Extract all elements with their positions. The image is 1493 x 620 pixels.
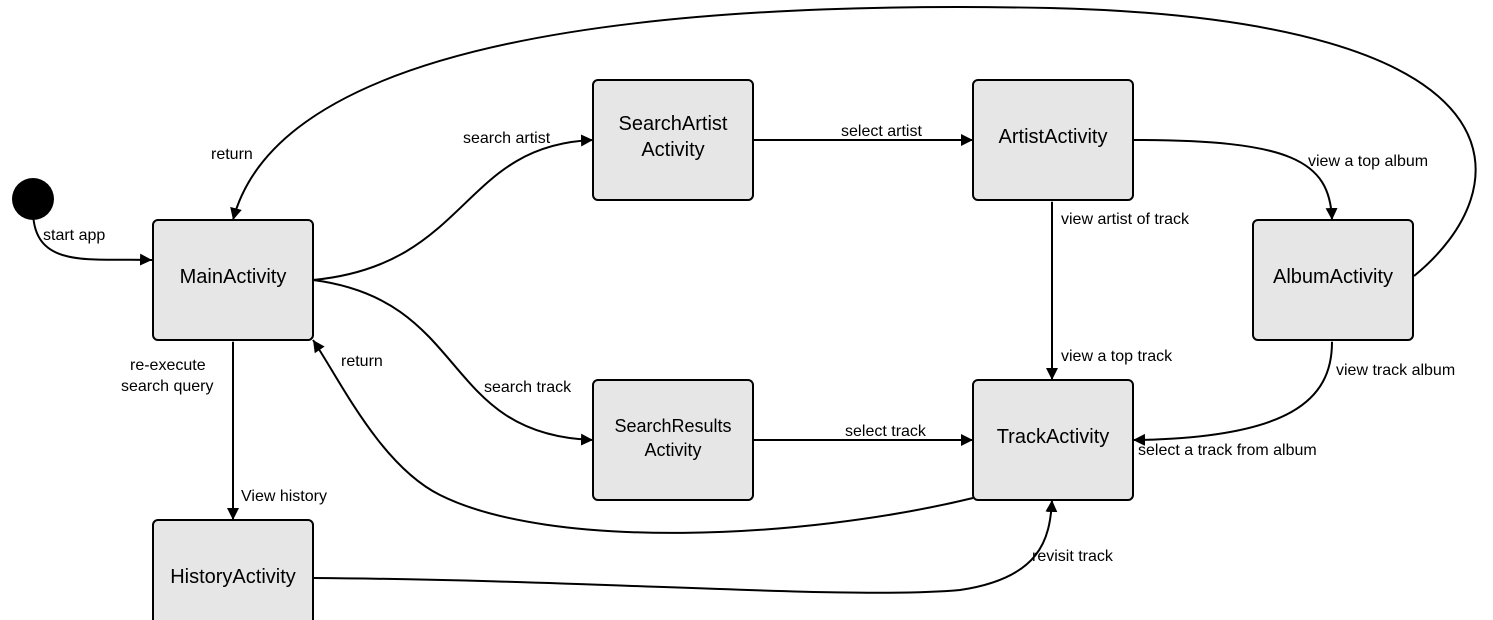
label-search-artist: search artist <box>463 130 551 147</box>
edge-revisit-track <box>312 499 1058 594</box>
label-reexecute-1: re-execute <box>130 357 206 374</box>
label-select-track: select track <box>845 423 927 440</box>
start-node <box>12 178 54 220</box>
node-track-label: TrackActivity <box>997 426 1110 448</box>
label-select-track-from-album: select a track from album <box>1138 442 1317 459</box>
node-search-results-label-1: SearchResults <box>614 416 731 436</box>
label-view-artist-of-track: view artist of track <box>1061 211 1190 228</box>
node-search-results-activity[interactable]: SearchResults Activity <box>592 379 754 501</box>
node-album-activity[interactable]: AlbumActivity <box>1252 219 1414 341</box>
label-view-history: View history <box>241 488 327 505</box>
label-start-app: start app <box>43 227 105 244</box>
label-search-track: search track <box>484 379 572 396</box>
edge-return-album-to-main <box>230 6 1477 277</box>
edge-return-track-to-main <box>312 339 974 534</box>
label-reexecute-2: search query <box>121 378 214 395</box>
node-search-artist-label-1: SearchArtist <box>619 113 728 135</box>
edge-search-track <box>312 279 594 446</box>
node-artist-activity[interactable]: ArtistActivity <box>972 79 1134 201</box>
node-artist-label: ArtistActivity <box>999 126 1108 148</box>
node-main-label: MainActivity <box>180 266 287 288</box>
label-return-top: return <box>211 146 253 163</box>
node-album-label: AlbumActivity <box>1273 266 1393 288</box>
label-view-top-track: view a top track <box>1061 348 1173 365</box>
node-search-artist-label-2: Activity <box>641 139 704 161</box>
node-history-label: HistoryActivity <box>170 566 296 588</box>
node-search-artist-activity[interactable]: SearchArtist Activity <box>592 79 754 201</box>
edge-album-track <box>1132 329 1339 446</box>
node-track-activity[interactable]: TrackActivity <box>972 379 1134 501</box>
edge-start-app <box>32 209 153 266</box>
node-main-activity[interactable]: MainActivity <box>152 219 314 341</box>
label-revisit-track: revisit track <box>1032 548 1114 565</box>
node-history-activity[interactable]: HistoryActivity <box>152 519 314 620</box>
label-select-artist: select artist <box>841 123 922 140</box>
node-search-results-label-2: Activity <box>644 440 701 460</box>
label-view-track-album: view track album <box>1336 362 1455 379</box>
label-view-top-album: view a top album <box>1308 153 1428 170</box>
edge-search-artist <box>312 134 594 281</box>
edge-view-top-album <box>1132 139 1338 221</box>
label-return-bottom: return <box>341 353 383 370</box>
